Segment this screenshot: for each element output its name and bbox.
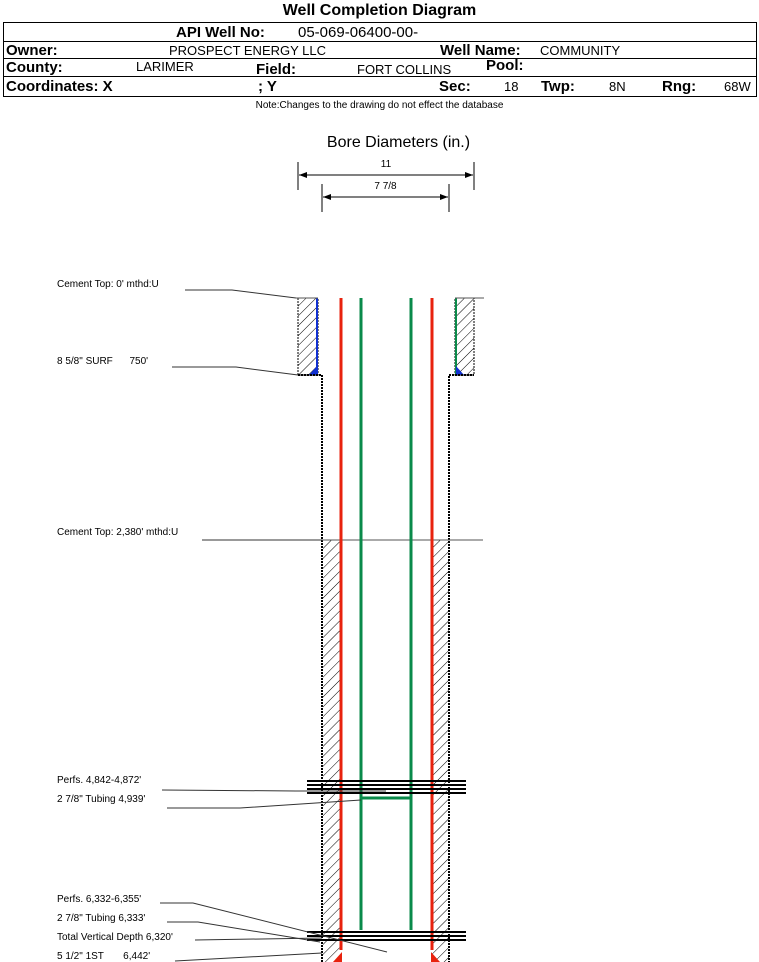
coordinates-row: Coordinates: X ; Y Sec: 18 Twp: 8N Rng: … [4,77,756,95]
bore-dimension-lines [297,162,475,212]
annotation-total-depth: Total Vertical Depth 6,320' [57,932,173,943]
casing-lines [339,298,434,950]
production-cement [322,539,483,962]
casing-shoe-right [431,952,440,962]
annotation-cement-top-surface: Cement Top: 0' mthd:U [57,279,159,290]
database-note: Note:Changes to the drawing do not effec… [255,100,504,111]
twp-value: 8N [609,79,626,94]
county-label: County: [6,59,63,76]
surface-cement [296,297,484,376]
field-label: Field: [256,61,296,78]
bore-diameters-title: Bore Diameters (in.) [326,134,471,151]
county-value: LARIMER [136,59,194,74]
casing-shoe-left [333,952,342,962]
coordinates-label: Coordinates: X [6,78,113,95]
diagram-title: Well Completion Diagram [282,2,477,19]
field-value: FORT COLLINS [357,62,452,77]
rng-value: 68W [724,79,751,94]
tubing-lines [359,298,413,930]
api-row: API Well No: 05-069-06400-00- [4,23,756,42]
sec-label: Sec: [439,78,471,95]
annotation-perfs-lower: Perfs. 6,332-6,355' [57,894,142,905]
inner-diameter-label: 7 7/8 [374,181,397,192]
api-value: 05-069-06400-00- [298,24,419,41]
annotation-cement-top-2380: Cement Top: 2,380' mthd:U [57,527,179,538]
y-label: ; Y [258,78,277,95]
annotation-leaders [160,289,388,962]
owner-row: Owner: PROSPECT ENERGY LLC Well Name: CO… [4,42,756,59]
production-hole [298,374,474,962]
well-name-label: Well Name: [440,42,521,59]
county-row: County: LARIMER Field: FORT COLLINS Pool… [4,57,756,78]
annotation-surface-casing: 8 5/8" SURF 750' [57,356,149,367]
well-header-table: API Well No: 05-069-06400-00- Owner: PRO… [3,22,757,97]
annotation-tubing-upper: 2 7/8" Tubing 4,939' [57,794,146,805]
annotation-tubing-lower: 2 7/8" Tubing 6,333' [57,913,146,924]
perforations-upper [307,780,466,794]
annotation-perfs-upper: Perfs. 4,842-4,872' [57,775,142,786]
twp-label: Twp: [541,78,575,95]
well-name-value: COMMUNITY [540,43,621,58]
pool-label: Pool: [486,57,524,74]
outer-diameter-label: 11 [380,159,392,170]
api-label: API Well No: [176,24,265,41]
sec-value: 18 [504,79,519,94]
rng-label: Rng: [662,78,697,95]
owner-value: PROSPECT ENERGY LLC [169,43,327,58]
owner-label: Owner: [6,42,58,59]
perforations-lower [307,931,466,941]
annotation-production-casing: 5 1/2" 1ST 6,442' [57,951,151,962]
